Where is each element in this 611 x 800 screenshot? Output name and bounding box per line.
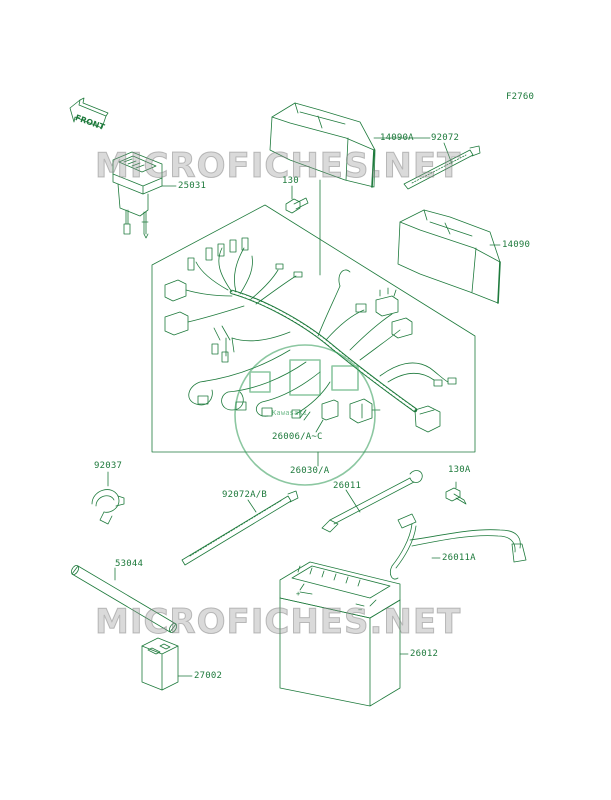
battery-26012: + −	[279, 561, 401, 707]
wire-harness-26030	[164, 237, 457, 433]
part-number-27002: 27002	[194, 671, 223, 681]
part-number-26011: 26011	[333, 481, 362, 491]
front-arrow-icon	[69, 97, 109, 129]
part-number-92072: 92072	[431, 133, 460, 143]
cover-14090A	[269, 102, 376, 188]
part-number-92037: 92037	[94, 461, 123, 471]
part-number-130: 130	[282, 176, 299, 186]
watermark-top: MICROFICHES.NET	[94, 146, 462, 187]
part-number-53044: 53044	[115, 559, 144, 569]
part-number-130A: 130A	[448, 465, 471, 475]
part-number-14090: 14090	[502, 240, 531, 250]
part-number-26006: 26006/A~C	[272, 432, 323, 442]
leader-92072	[443, 142, 453, 165]
part-number-26012: 26012	[410, 649, 439, 659]
part-number-25031: 25031	[178, 181, 207, 191]
leader-26011	[345, 489, 361, 513]
tube-53044	[70, 565, 178, 633]
relay-27002	[141, 637, 179, 691]
cover-14090	[397, 209, 501, 304]
kawasaki-emblem	[234, 344, 376, 486]
bolt-130	[285, 197, 309, 214]
part-number-26011A: 26011A	[442, 553, 476, 563]
harness-group-frame	[151, 204, 476, 453]
cable-26011	[321, 470, 423, 533]
part-number-14090A: 14090A	[380, 133, 414, 143]
svg-text:+: +	[296, 590, 300, 598]
watermark-bottom: MICROFICHES.NET	[94, 602, 462, 643]
part-number-26030: 26030/A	[290, 466, 330, 476]
cable-26011A	[390, 513, 527, 580]
figure-code: F2760	[506, 92, 535, 102]
cable-tie-92072	[403, 145, 481, 190]
svg-text:−: −	[358, 606, 362, 614]
leader-92072AB	[247, 499, 257, 513]
cable-tie-92072AB	[181, 490, 299, 566]
brand-label: Kawasaki	[272, 409, 308, 417]
part-number-92072AB: 92072A/B	[222, 490, 267, 500]
clamp-92037	[91, 489, 125, 525]
hour-meter-25031	[112, 151, 163, 239]
leader-26006	[315, 419, 324, 433]
bolt-130A	[445, 487, 467, 505]
